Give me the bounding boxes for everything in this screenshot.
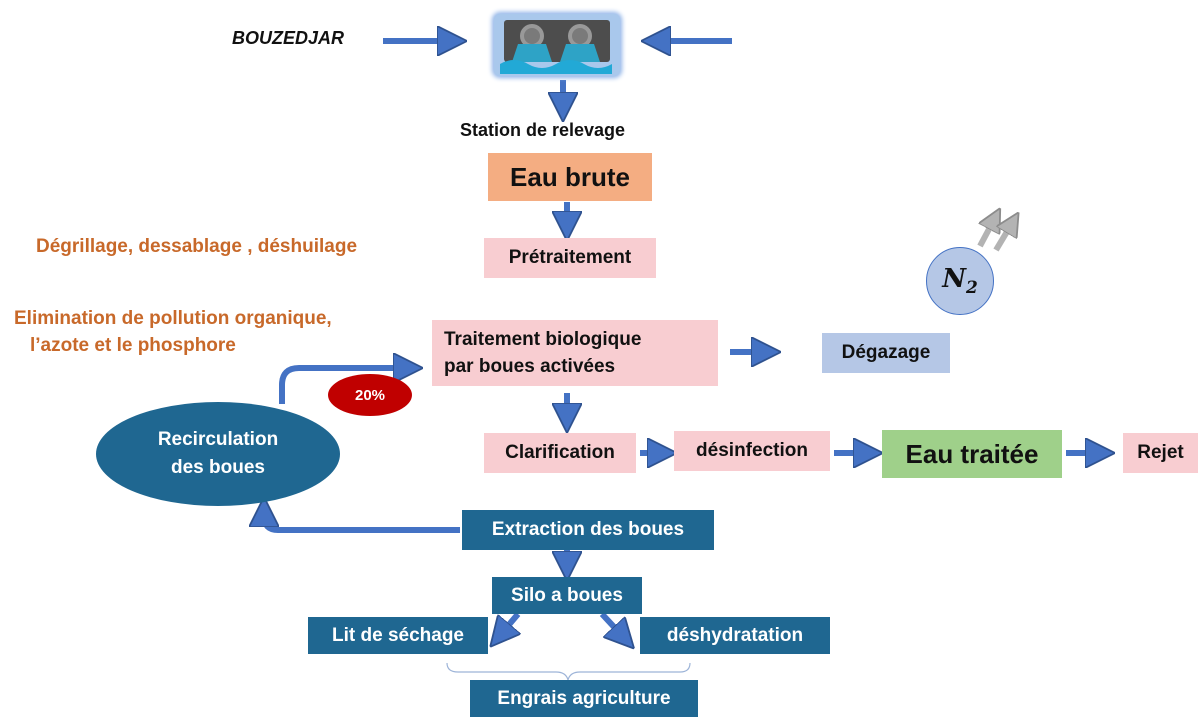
source-label: BOUZEDJAR xyxy=(232,28,345,48)
bio-note-line1: Elimination de pollution organique, xyxy=(14,308,332,329)
arrow-silo-to-lit xyxy=(496,612,518,640)
silo-box: Silo a boues xyxy=(492,577,642,614)
n2-gas-circle: N2 xyxy=(926,247,994,315)
recirculation-ellipse: Recirculation des boues xyxy=(96,402,340,506)
pump-station-icon xyxy=(494,14,620,76)
degazage-box: Dégazage xyxy=(822,333,950,373)
eau-traitee-box: Eau traitée xyxy=(882,430,1062,478)
recirculation-line2: des boues xyxy=(171,457,265,478)
traitement-biologique-box: Traitement biologique par boues activées xyxy=(432,320,718,386)
gas-arrow-left xyxy=(977,216,996,248)
gas-arrow-right xyxy=(993,220,1014,252)
desinfection-box: désinfection xyxy=(674,431,830,471)
traitement-line2: par boues activées xyxy=(444,356,616,377)
eau-brute-box: Eau brute xyxy=(488,153,652,201)
recirculation-percent-badge: 20% xyxy=(328,374,412,416)
lit-sechage-box: Lit de séchage xyxy=(308,617,488,654)
rejet-box: Rejet xyxy=(1123,433,1198,473)
bio-note-line2: l’azote et le phosphore xyxy=(30,335,236,356)
pretraitement-box: Prétraitement xyxy=(484,238,656,278)
arrow-silo-to-deshydratation xyxy=(599,611,628,642)
recirculation-line1: Recirculation xyxy=(157,429,279,450)
traitement-line1: Traitement biologique xyxy=(444,329,642,350)
extraction-box: Extraction des boues xyxy=(462,510,714,550)
n2-subscript: 2 xyxy=(965,278,978,299)
deshydratation-box: déshydratation xyxy=(640,617,830,654)
badge-text: 20% xyxy=(354,386,386,404)
n2-symbol: N xyxy=(942,263,966,294)
pretraitement-note: Dégrillage, dessablage , déshuilage xyxy=(36,236,358,257)
arrow-extraction-to-recirculation xyxy=(264,506,460,533)
station-label: Station de relevage xyxy=(460,120,626,140)
arrow-recirculation-to-traitement xyxy=(279,368,414,404)
brace xyxy=(446,662,691,681)
engrais-box: Engrais agriculture xyxy=(470,680,698,717)
clarification-box: Clarification xyxy=(484,433,636,473)
